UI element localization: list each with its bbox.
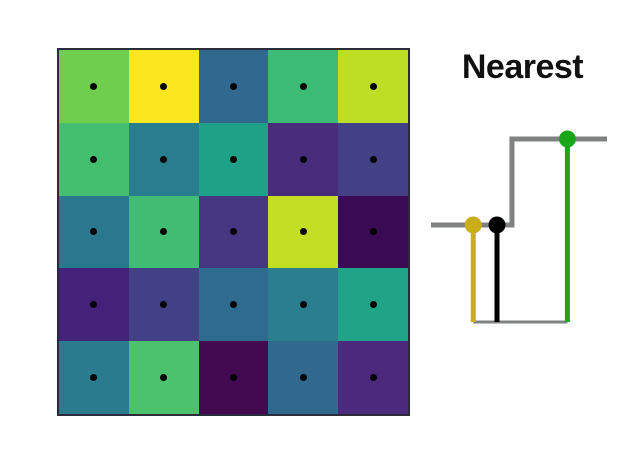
pixel-cell — [59, 50, 129, 123]
pixel-cell — [268, 341, 339, 414]
pixel-cell — [198, 195, 269, 269]
nearest-interpolation-plot: Nearest — [420, 40, 625, 340]
pixel-cell — [128, 341, 199, 414]
pixel-cell — [59, 268, 129, 342]
page-title: Nearest — [461, 48, 584, 86]
pixel-cell — [338, 122, 408, 196]
sample-point-dot — [299, 155, 307, 163]
pixel-cell — [338, 50, 408, 123]
sample-point-dot — [160, 374, 168, 382]
sample-point-dot — [229, 155, 237, 163]
sample-point-dot — [369, 228, 377, 236]
marker-sample-left[interactable] — [464, 216, 482, 234]
sample-point-dot — [90, 374, 98, 382]
pixel-cell — [268, 50, 339, 123]
sample-point-dot — [90, 155, 98, 163]
pixel-cell — [128, 50, 199, 123]
marker-query-point[interactable] — [488, 216, 506, 234]
sample-point-dot — [229, 82, 237, 90]
sample-point-dot — [369, 374, 377, 382]
sample-point-dot — [160, 82, 168, 90]
pixel-cell — [268, 268, 339, 342]
sample-point-dot — [160, 301, 168, 309]
pixel-cell — [128, 268, 199, 342]
sample-point-dot — [369, 155, 377, 163]
step-line-nearest-step — [431, 136, 607, 228]
sample-point-dot — [369, 301, 377, 309]
source-image-grid — [57, 48, 410, 416]
pixel-cell — [338, 268, 408, 342]
pixel-cell — [268, 195, 339, 269]
pixel-cell — [59, 341, 129, 414]
step-plot-svg — [431, 130, 607, 324]
pixel-cell — [59, 195, 129, 269]
pixel-cell — [198, 122, 269, 196]
sample-point-dot — [160, 155, 168, 163]
marker-sample-right[interactable] — [558, 130, 576, 148]
sample-point-dot — [369, 82, 377, 90]
sample-point-dot — [90, 82, 98, 90]
sample-point-dot — [299, 301, 307, 309]
pixel-cell — [59, 122, 129, 196]
pixel-cell — [338, 195, 408, 269]
sample-point-dot — [90, 228, 98, 236]
pixel-cell — [198, 268, 269, 342]
sample-point-dot — [160, 228, 168, 236]
sample-point-dot — [299, 374, 307, 382]
pixel-cell — [338, 341, 408, 414]
pixel-cell — [128, 195, 199, 269]
sample-point-dot — [299, 228, 307, 236]
sample-point-dot — [299, 82, 307, 90]
pixel-cell — [198, 341, 269, 414]
sample-point-dot — [229, 228, 237, 236]
pixel-grid — [59, 50, 408, 414]
sample-point-dot — [229, 374, 237, 382]
sample-point-dot — [229, 301, 237, 309]
pixel-cell — [268, 122, 339, 196]
sample-point-dot — [90, 301, 98, 309]
pixel-cell — [128, 122, 199, 196]
pixel-cell — [198, 50, 269, 123]
